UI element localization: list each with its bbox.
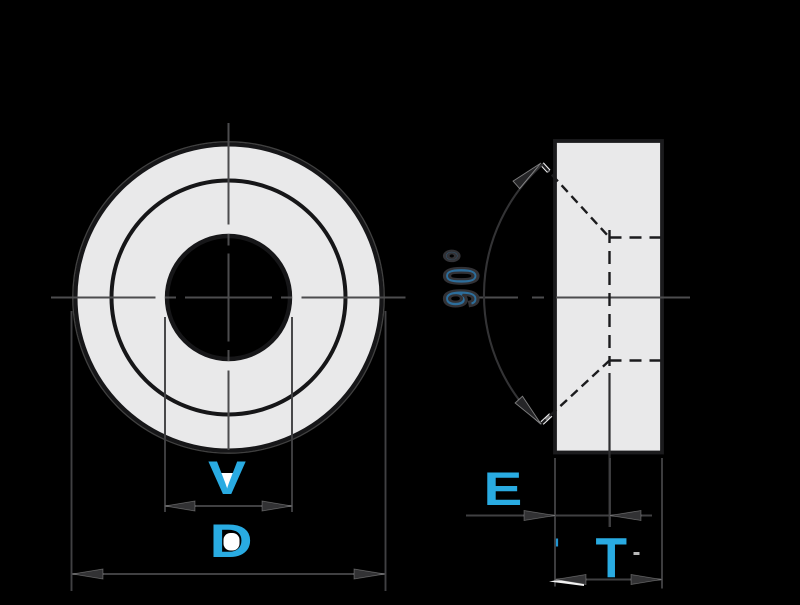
svg-text:T: T bbox=[596, 527, 628, 590]
svg-text:E: E bbox=[483, 463, 522, 516]
svg-text:V: V bbox=[208, 451, 246, 504]
svg-text:90°: 90° bbox=[435, 245, 488, 307]
svg-text:D: D bbox=[209, 515, 252, 567]
